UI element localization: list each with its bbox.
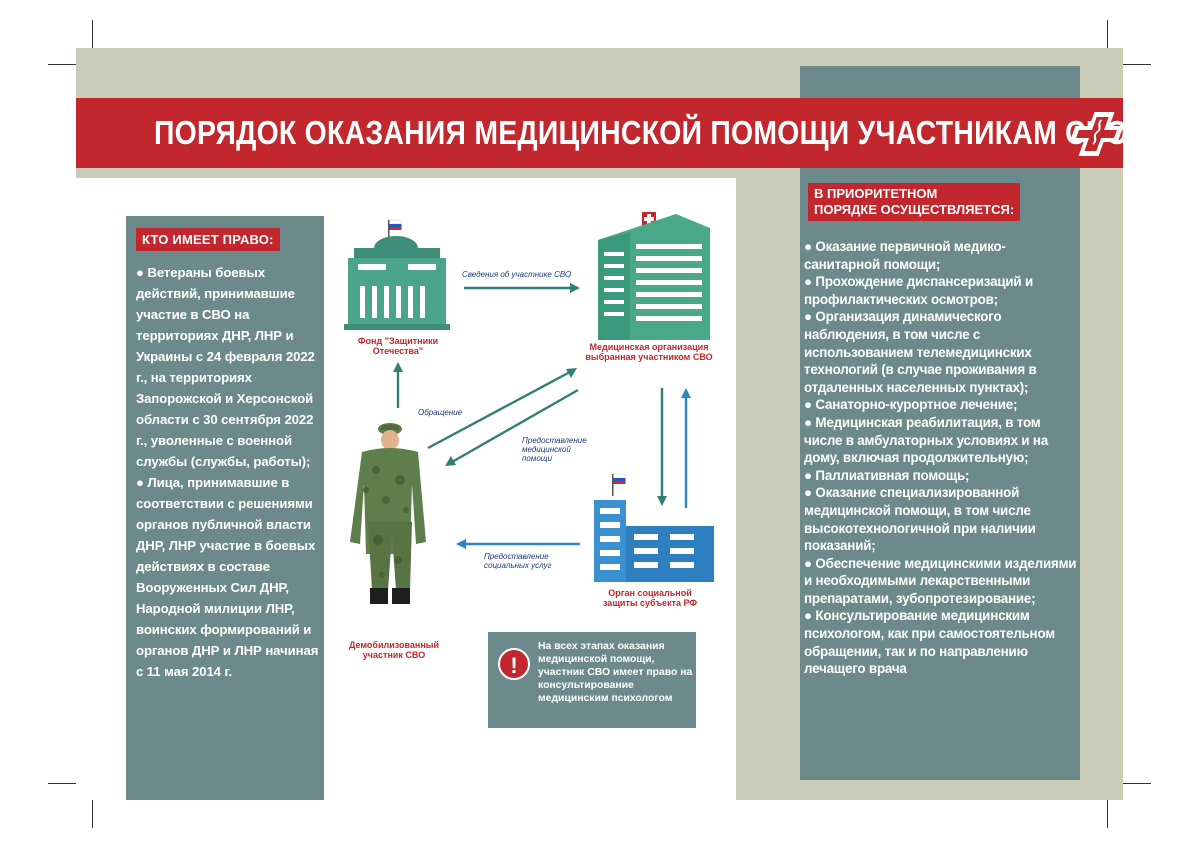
crop-mark: [1123, 64, 1151, 65]
arrow-social-label: Предоставление социальных услуг: [484, 552, 552, 570]
crop-mark: [92, 20, 93, 48]
list-item: ● Оказание первичной медико-санитарной п…: [804, 239, 1006, 272]
list-item: ● Оказание специализированной медицинско…: [804, 485, 1036, 554]
crop-mark: [1107, 800, 1108, 828]
arrow-info-label: Сведения об участнике СВО: [462, 270, 572, 279]
page-title: ПОРЯДОК ОКАЗАНИЯ МЕДИЦИНСКОЙ ПОМОЩИ УЧАС…: [154, 114, 1129, 151]
fund-label: Фонд "Защитники Отечества": [357, 336, 439, 356]
crop-mark: [48, 783, 76, 784]
diagram-graphics: [344, 212, 714, 604]
arrow-medical-label: Предоставление медицинской помощи: [522, 436, 587, 463]
info-text: На всех этапах оказания медицинской помо…: [538, 641, 693, 704]
med-org-label: Медицинская организация выбранная участн…: [585, 342, 713, 362]
hospital-building-icon: [598, 212, 710, 340]
priority-list: ● Оказание первичной медико-санитарной п…: [804, 238, 1080, 678]
list-item: ● Организация динамического наблюдения, …: [804, 309, 1037, 395]
eligibility-list: ● Ветераны боевых действий, принимавшие …: [136, 262, 322, 682]
crop-mark: [92, 800, 93, 828]
list-item: ● Лица, принимавшие в соответствии с реш…: [136, 475, 319, 679]
title-banner: ПОРЯДОК ОКАЗАНИЯ МЕДИЦИНСКОЙ ПОМОЩИ УЧАС…: [76, 98, 1128, 168]
process-diagram: Фонд "Защитники Отечества" Медицинская о…: [330, 190, 730, 750]
info-box: ! На всех этапах оказания медицинской по…: [488, 632, 696, 728]
flow-arrows-blue: [456, 388, 691, 549]
fund-building-icon: [344, 219, 450, 330]
medical-cross-logo-icon: [1069, 112, 1124, 156]
flow-arrows: [393, 283, 667, 506]
list-item: ● Обеспечение медицинскими изделиями и н…: [804, 555, 1077, 606]
soldier-label: Демобилизованный участник СВО: [348, 640, 440, 660]
social-building-icon: [594, 473, 714, 582]
eligibility-heading: КТО ИМЕЕТ ПРАВО:: [136, 228, 280, 251]
crop-mark: [1107, 20, 1108, 48]
social-label: Орган социальной защиты субъекта РФ: [602, 588, 698, 608]
list-item: ● Санаторно-курортное лечение;: [804, 397, 1018, 413]
list-item: ● Паллиативная помощь;: [804, 467, 970, 483]
priority-heading: В ПРИОРИТЕТНОМ ПОРЯДКЕ ОСУЩЕСТВЛЯЕТСЯ:: [808, 183, 1021, 221]
list-item: ● Прохождение диспансеризаций и профилак…: [804, 274, 1033, 307]
priority-heading-line: ПОРЯДКЕ ОСУЩЕСТВЛЯЕТСЯ:: [814, 202, 1015, 217]
arrow-appeal-label: Обращение: [418, 408, 463, 417]
list-item: ● Медицинская реабилитация, в том числе …: [804, 414, 1049, 466]
list-item: ● Ветераны боевых действий, принимавшие …: [136, 265, 315, 469]
crop-mark: [48, 64, 76, 65]
priority-heading-line: В ПРИОРИТЕТНОМ: [814, 186, 938, 201]
exclamation-icon: !: [498, 648, 530, 680]
eligibility-panel: [126, 216, 324, 800]
crop-mark: [1123, 783, 1151, 784]
list-item: ● Консультирование медицинским психолого…: [804, 608, 1055, 677]
soldier-figure-icon: [350, 423, 426, 604]
